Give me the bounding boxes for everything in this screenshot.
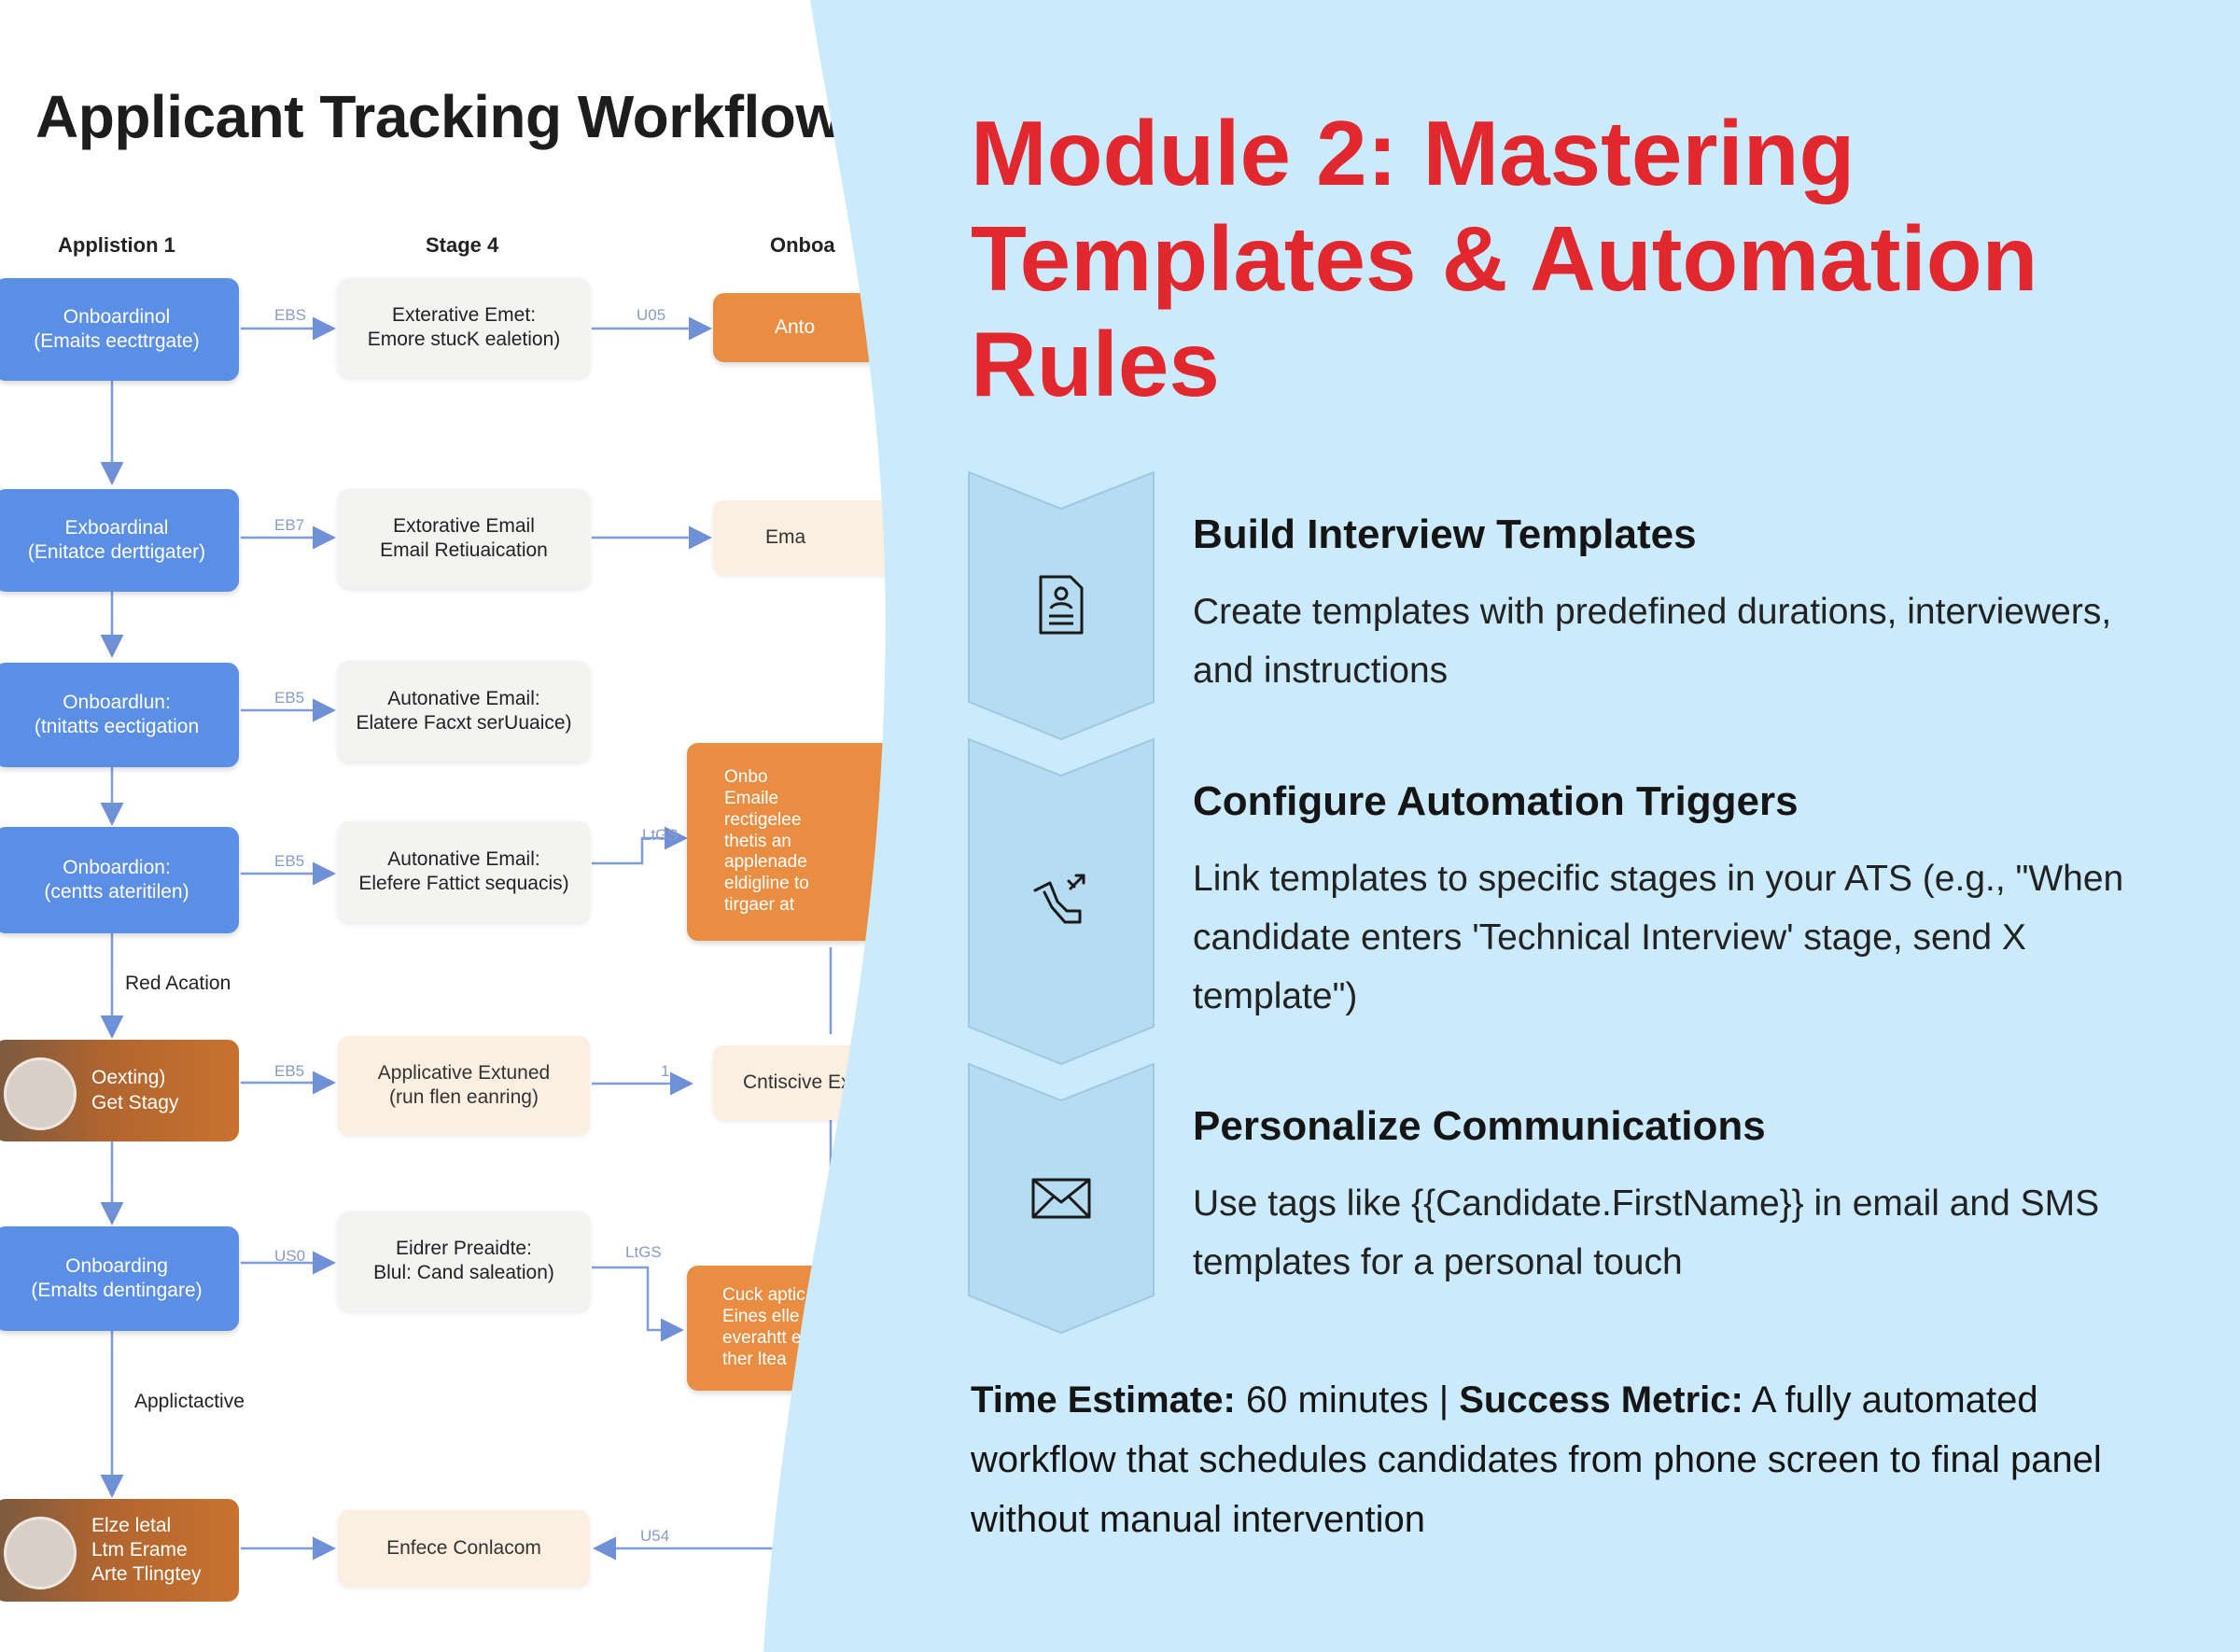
success-metric-label: Success Metric: [1459, 1379, 1743, 1421]
connector-label: 1 [661, 1062, 670, 1080]
node-line: (Emalts dentingare) [31, 1280, 203, 1301]
node-line: Extorative Email [393, 514, 535, 537]
workflow-node: Exboardinal (Enitatce derttigater) [0, 489, 239, 592]
node-line: (centts ateritilen) [44, 881, 189, 903]
node-line: Onboardinol [63, 305, 171, 328]
node-line: Ltm Erame [91, 1538, 188, 1561]
node-line: Get Stagy [91, 1091, 179, 1113]
node-line: Elefere Fattict sequacis) [358, 873, 569, 894]
module-title: Module 2: Mastering Templates & Automati… [971, 102, 2038, 415]
workflow-node: Exterative Emet: Emore stucK ealetion) [338, 278, 590, 377]
workflow-node: Ema [713, 500, 900, 575]
side-label: Applictactive [134, 1391, 245, 1412]
connector-label: EB5 [274, 689, 305, 707]
node-line: Onboarding [65, 1254, 168, 1277]
connector-label: EB7 [274, 516, 305, 534]
time-estimate-value: 60 minutes [1245, 1379, 1429, 1421]
step-description: Link templates to specific stages in you… [1193, 859, 2124, 1016]
node-line: Elze letal [91, 1514, 172, 1536]
node-line: Exterative Emet: [391, 303, 537, 326]
connector-label: EB5 [274, 852, 305, 870]
automation-icon [1033, 874, 1085, 924]
node-line: Autonative Email: [387, 687, 540, 709]
node-line: rectigelee [724, 809, 802, 830]
node-line: (Enitatce derttigater) [27, 541, 206, 563]
node-line: tirgaer at [724, 894, 794, 915]
node-line: Onbo [724, 767, 768, 788]
workflow-node: Applicative Extuned (run flen eanring) [338, 1036, 590, 1135]
summary-text: Time Estimate: 60 minutes | Success Metr… [971, 1370, 2119, 1549]
workflow-node: Eidrer Preaidte: Blul: Cand saleation) [338, 1211, 590, 1310]
connector-label: EB5 [274, 1062, 305, 1080]
node-line: ther ltea [722, 1349, 787, 1369]
node-line: Onboardion: [63, 856, 171, 878]
connector-label: EBS [274, 306, 307, 324]
document-icon [1039, 575, 1084, 635]
step-title: Configure Automation Triggers [1193, 778, 1799, 824]
workflow-photo-node: Oexting) Get Stagy [0, 1040, 239, 1141]
node-line: Onboardlun: [63, 691, 171, 713]
connector-label: LtGS [642, 826, 679, 844]
step-chevrons [968, 470, 1155, 1335]
node-line: Cntiscive Exer [743, 1071, 869, 1093]
step-title: Build Interview Templates [1193, 511, 1697, 557]
connector-label: LtGS [625, 1243, 662, 1261]
node-line: Ema [765, 525, 806, 548]
node-line: Email Retiuaication [380, 539, 548, 561]
side-label: Red Acation [125, 973, 231, 994]
node-line: Arte Tlingtey [91, 1563, 202, 1586]
separator: | [1438, 1379, 1449, 1421]
connector-label: U54 [640, 1527, 670, 1545]
connector-lines [100, 316, 933, 1561]
node-line: Autonative Email: [387, 847, 540, 870]
workflow-node: Enfece Conlacom [338, 1510, 590, 1587]
node-line: Emore stucK ealetion) [367, 329, 561, 350]
node-line: Applicative Extuned [377, 1061, 551, 1084]
workflow-node: Onboardlun: (tnitatts eectigation [0, 663, 239, 767]
workflow-node: Onboardinol (Emaits eecttrgate) [0, 278, 239, 381]
node-line: (tnitatts eectigation [34, 716, 200, 737]
workflow-node: Autonative Email: Elatere Facxt serUuaic… [338, 661, 590, 762]
node-line: Oexting) [91, 1067, 166, 1089]
node-line: thetis an [724, 831, 791, 851]
node-line: Enfece Conlacom [386, 1536, 541, 1559]
step-description: Create templates with predefined duratio… [1193, 592, 2112, 691]
workflow-node: Onbo Emaile rectigelee thetis an applena… [687, 743, 902, 941]
workflow-photo-node: Elze letal Ltm Erame Arte Tlingtey [0, 1499, 239, 1602]
connector-label: US0 [274, 1247, 306, 1265]
node-line: Cuck aptic [722, 1285, 805, 1306]
node-line: Exboardinal [64, 516, 169, 539]
workflow-node: Extorative Email Email Retiuaication [338, 489, 590, 588]
workflow-node: Autonative Email: Elefere Fattict sequac… [338, 821, 590, 922]
node-line: Anto [775, 315, 816, 338]
column-header: Applistion 1 [58, 233, 175, 257]
workflow-diagram-image: Applicant Tracking Workflow Applistion 1… [0, 0, 933, 1652]
node-line: (Emaits eecttrgate) [34, 330, 200, 352]
time-estimate-label: Time Estimate: [971, 1379, 1236, 1421]
success-metric-value: A fully automated workflow that schedule… [971, 1379, 2102, 1540]
node-line: applenade [724, 852, 807, 873]
workflow-node: Onboardion: (centts ateritilen) [0, 827, 239, 933]
column-header: Stage 4 [426, 233, 499, 257]
step-description: Use tags like {{Candidate.FirstName}} in… [1193, 1183, 2100, 1282]
connector-label: U05 [637, 306, 666, 324]
step-title: Personalize Communications [1193, 1103, 1766, 1149]
column-header: Onboa [770, 233, 835, 257]
person-avatar-icon [4, 1517, 77, 1589]
person-avatar-icon [4, 1057, 77, 1130]
node-line: Emaile [724, 789, 779, 808]
node-line: Blul: Cand saleation) [373, 1262, 554, 1283]
node-line: eldigline to [724, 874, 809, 894]
node-line: Eidrer Preaidte: [396, 1237, 532, 1259]
workflow-node: Onboarding (Emalts dentingare) [0, 1226, 239, 1331]
workflow-title: Applicant Tracking Workflow [35, 83, 842, 150]
envelope-icon [1031, 1178, 1091, 1219]
node-line: (run flen eanring) [389, 1086, 539, 1108]
node-line: Elatere Facxt serUuaice) [356, 712, 572, 734]
